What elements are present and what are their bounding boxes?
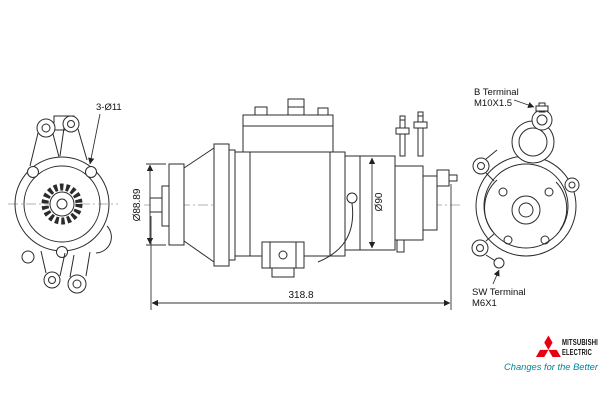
brand-name-line1: MITSUBISHI: [562, 338, 598, 347]
side-view-drawing: [144, 98, 460, 278]
hole-callout-label: 3-Ø11: [96, 102, 122, 113]
flange-diameter-dimension: Ø88.89: [132, 163, 166, 246]
three-diamond-icon: [535, 335, 561, 358]
b-terminal-spec: M10X1.5: [474, 98, 512, 109]
b-terminal-callout: B Terminal M10X1.5: [474, 87, 535, 109]
front-view-drawing: [8, 115, 118, 294]
overall-length-dimension: 318.8: [150, 184, 452, 310]
mitsubishi-logo: MITSUBISHI ELECTRIC Changes for the Bett…: [504, 335, 599, 372]
rear-view-drawing: [471, 102, 580, 269]
body-diameter-label: Ø90: [374, 192, 385, 211]
brand-name-line2: ELECTRIC: [562, 348, 592, 357]
sw-terminal-spec: M6X1: [472, 298, 497, 309]
flange-diameter-label: Ø88.89: [132, 188, 143, 221]
body-diameter-dimension: Ø90: [368, 157, 385, 249]
sw-terminal-title: SW Terminal: [472, 287, 526, 298]
brand-tagline: Changes for the Better: [504, 362, 599, 372]
sw-terminal-callout: SW Terminal M6X1: [472, 269, 526, 309]
hole-callout: 3-Ø11: [88, 102, 122, 165]
overall-length-label: 318.8: [288, 290, 313, 301]
b-terminal-title: B Terminal: [474, 87, 519, 98]
